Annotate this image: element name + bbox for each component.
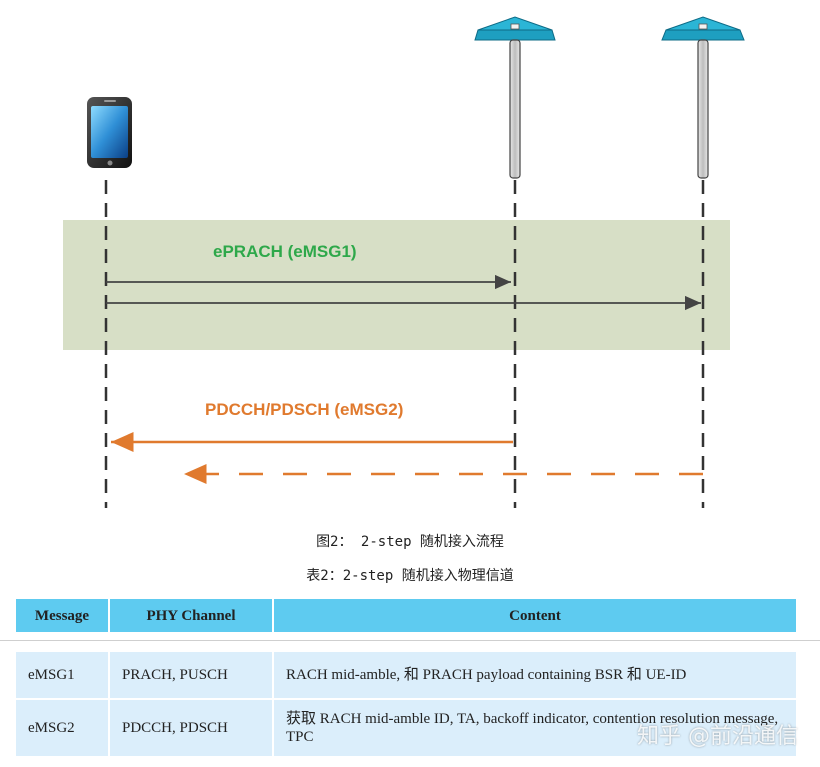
figure-caption: 图2： 2-step 随机接入流程 (316, 534, 504, 550)
uplink-label: ePRACH (eMSG1) (213, 242, 357, 261)
table-row: eMSG2 PDCCH, PDSCH 获取 RACH mid-amble ID,… (16, 700, 796, 756)
row2-phy-channel: PDCCH, PDSCH (110, 700, 272, 756)
row1-message: eMSG1 (16, 652, 108, 698)
row2-message: eMSG2 (16, 700, 108, 756)
header-message: Message (16, 599, 108, 632)
table-row: eMSG1 PRACH, PUSCH RACH mid-amble, 和 PRA… (16, 652, 796, 698)
table-header-row: Message PHY Channel Content (16, 599, 796, 632)
row2-content: 获取 RACH mid-amble ID, TA, backoff indica… (274, 700, 796, 756)
uplink-band (63, 220, 730, 350)
row1-content: RACH mid-amble, 和 PRACH payload containi… (274, 652, 796, 698)
header-content: Content (274, 599, 796, 632)
table-caption: 表2：2-step 随机接入物理信道 (306, 568, 514, 584)
header-phy-channel: PHY Channel (110, 599, 272, 632)
base-station-1-icon (474, 16, 556, 179)
phone-icon (87, 97, 132, 168)
watermark: 知乎 @前沿通信 (637, 724, 798, 749)
table-divider (0, 640, 820, 641)
row1-phy-channel: PRACH, PUSCH (110, 652, 272, 698)
random-access-flow-diagram (63, 16, 745, 508)
base-station-2-icon (661, 16, 745, 179)
downlink-label: PDCCH/PDSCH (eMSG2) (205, 400, 404, 419)
